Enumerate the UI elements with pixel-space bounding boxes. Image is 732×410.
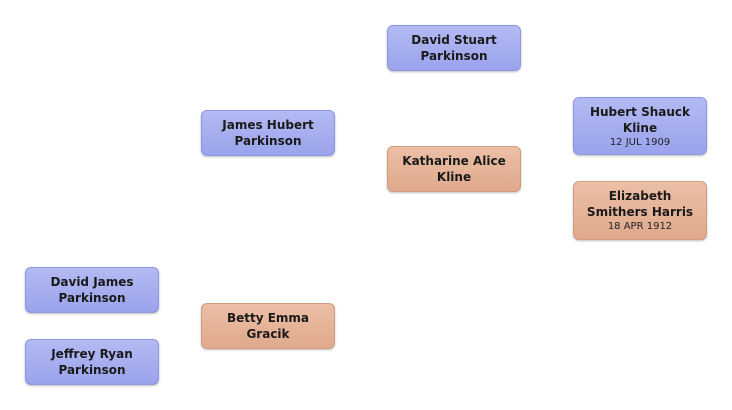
person-name: Jeffrey Ryan Parkinson bbox=[51, 347, 133, 377]
person-card-david-james-parkinson[interactable]: David James Parkinson bbox=[25, 267, 159, 313]
person-card-james-hubert-parkinson[interactable]: James Hubert Parkinson bbox=[201, 110, 335, 156]
person-card-david-stuart-parkinson[interactable]: David Stuart Parkinson bbox=[387, 25, 521, 71]
person-name: David James Parkinson bbox=[50, 275, 134, 305]
person-name: Elizabeth Smithers Harris bbox=[586, 189, 694, 219]
person-card-jeffrey-ryan-parkinson[interactable]: Jeffrey Ryan Parkinson bbox=[25, 339, 159, 385]
person-name: Katharine Alice Kline bbox=[402, 154, 506, 184]
person-card-katharine-alice-kline[interactable]: Katharine Alice Kline bbox=[387, 146, 521, 192]
person-card-elizabeth-smithers-harris[interactable]: Elizabeth Smithers Harris 18 APR 1912 bbox=[573, 181, 707, 240]
person-card-hubert-shauck-kline[interactable]: Hubert Shauck Kline 12 JUL 1909 bbox=[573, 97, 707, 155]
person-name: James Hubert Parkinson bbox=[222, 118, 314, 148]
person-name: Betty Emma Gracik bbox=[226, 311, 310, 341]
person-card-betty-emma-gracik[interactable]: Betty Emma Gracik bbox=[201, 303, 335, 349]
person-name: David Stuart Parkinson bbox=[411, 33, 497, 63]
person-name: Hubert Shauck Kline bbox=[589, 104, 691, 135]
person-date: 18 APR 1912 bbox=[607, 221, 673, 232]
person-date: 12 JUL 1909 bbox=[609, 136, 671, 148]
